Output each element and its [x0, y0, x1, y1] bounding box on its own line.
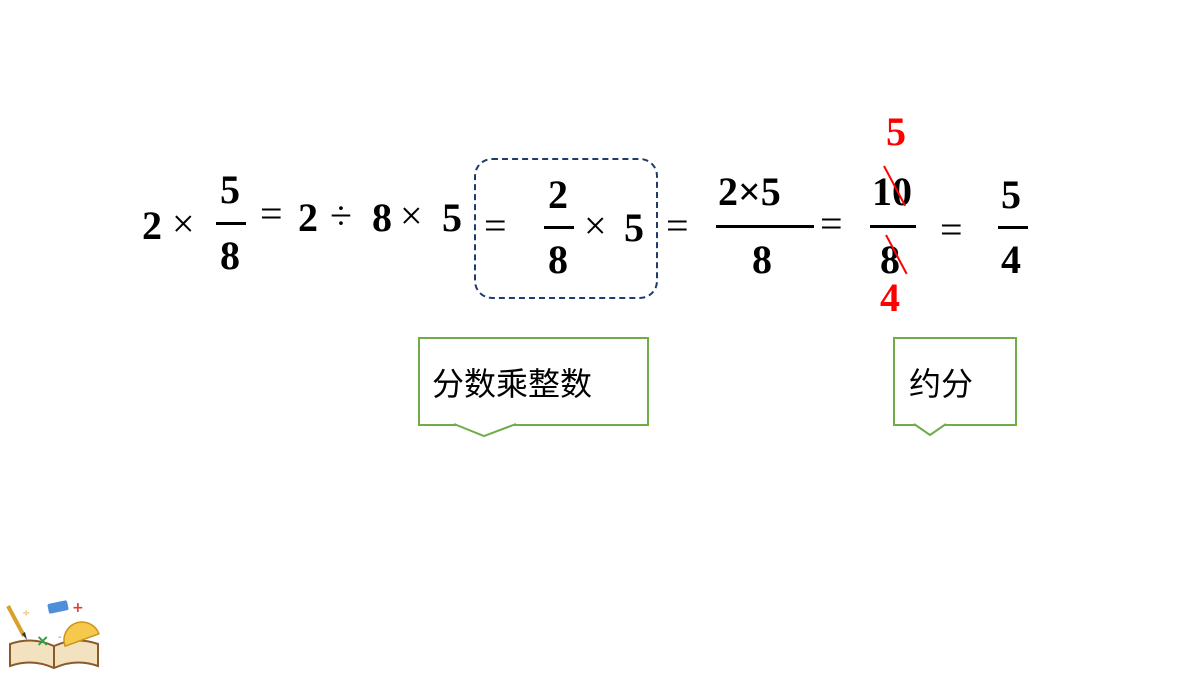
svg-text:×: ×	[36, 631, 49, 650]
svg-text:-: -	[58, 632, 62, 643]
term1-whole: 2	[142, 203, 162, 248]
term3-numerator: 2	[548, 172, 568, 217]
equals-sign-5: =	[940, 207, 963, 252]
term3-fraction-bar	[544, 226, 574, 229]
result-fraction-bar	[998, 226, 1028, 229]
callout-reduce-pointer	[913, 423, 947, 437]
equals-sign-4: =	[820, 201, 843, 246]
term2-divisor: 8	[372, 195, 392, 240]
term1-denominator: 8	[220, 233, 240, 278]
math-book-icon: + ÷ × -	[6, 600, 100, 670]
equals-sign-2: =	[484, 203, 507, 248]
reduced-numerator: 5	[886, 109, 906, 154]
equals-sign-3: =	[666, 203, 689, 248]
term3-denominator: 8	[548, 237, 568, 282]
result-numerator: 5	[1001, 172, 1021, 217]
term5-fraction-bar	[870, 225, 916, 228]
callout-multiply: 分数乘整数	[418, 337, 649, 426]
svg-text:+: +	[72, 600, 84, 616]
term1-numerator: 5	[220, 167, 240, 212]
term3-multiplier: 5	[624, 205, 644, 250]
term1-times-sign: ×	[172, 201, 195, 246]
callout-reduce-label: 约分	[909, 365, 974, 403]
term2-multiplier: 5	[442, 195, 462, 240]
term1-fraction-bar	[216, 222, 246, 225]
term4-denominator: 8	[752, 237, 772, 282]
callout-multiply-label: 分数乘整数	[432, 365, 593, 403]
equals-sign-1: =	[260, 191, 283, 236]
term2-times-sign: ×	[400, 193, 423, 238]
term4-numerator: 2×5	[718, 169, 781, 214]
term2-divide-sign: ÷	[330, 193, 352, 238]
result-denominator: 4	[1001, 237, 1021, 282]
highlight-box	[474, 158, 658, 299]
term4-fraction-bar	[716, 225, 814, 228]
term3-times-sign: ×	[584, 203, 607, 248]
callout-reduce: 约分	[893, 337, 1017, 426]
reduced-denominator: 4	[880, 275, 900, 320]
svg-text:÷: ÷	[22, 608, 30, 619]
term2-dividend: 2	[298, 195, 318, 240]
callout-multiply-pointer	[453, 423, 517, 438]
